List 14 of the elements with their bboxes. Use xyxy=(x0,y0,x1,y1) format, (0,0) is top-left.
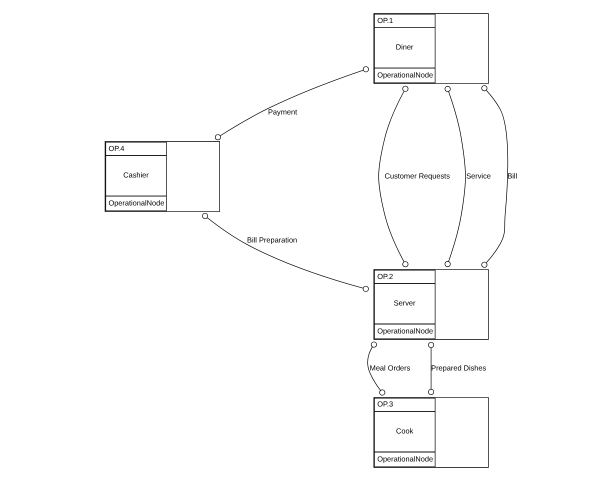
edge-label: Customer Requests xyxy=(384,171,450,180)
edge-label: Payment xyxy=(267,107,297,116)
connector xyxy=(428,342,434,395)
edge-label: Prepared Dishes xyxy=(430,363,486,372)
connector xyxy=(214,66,368,140)
edge-label: Meal Orders xyxy=(369,363,410,372)
edge-label: Bill xyxy=(506,171,517,180)
edge-label: Service xyxy=(466,171,490,180)
connector xyxy=(378,86,408,268)
edge-label: Bill Preparation xyxy=(246,235,297,244)
connector xyxy=(366,342,385,396)
connector xyxy=(444,86,466,268)
connector xyxy=(202,212,368,292)
connector xyxy=(480,85,508,268)
